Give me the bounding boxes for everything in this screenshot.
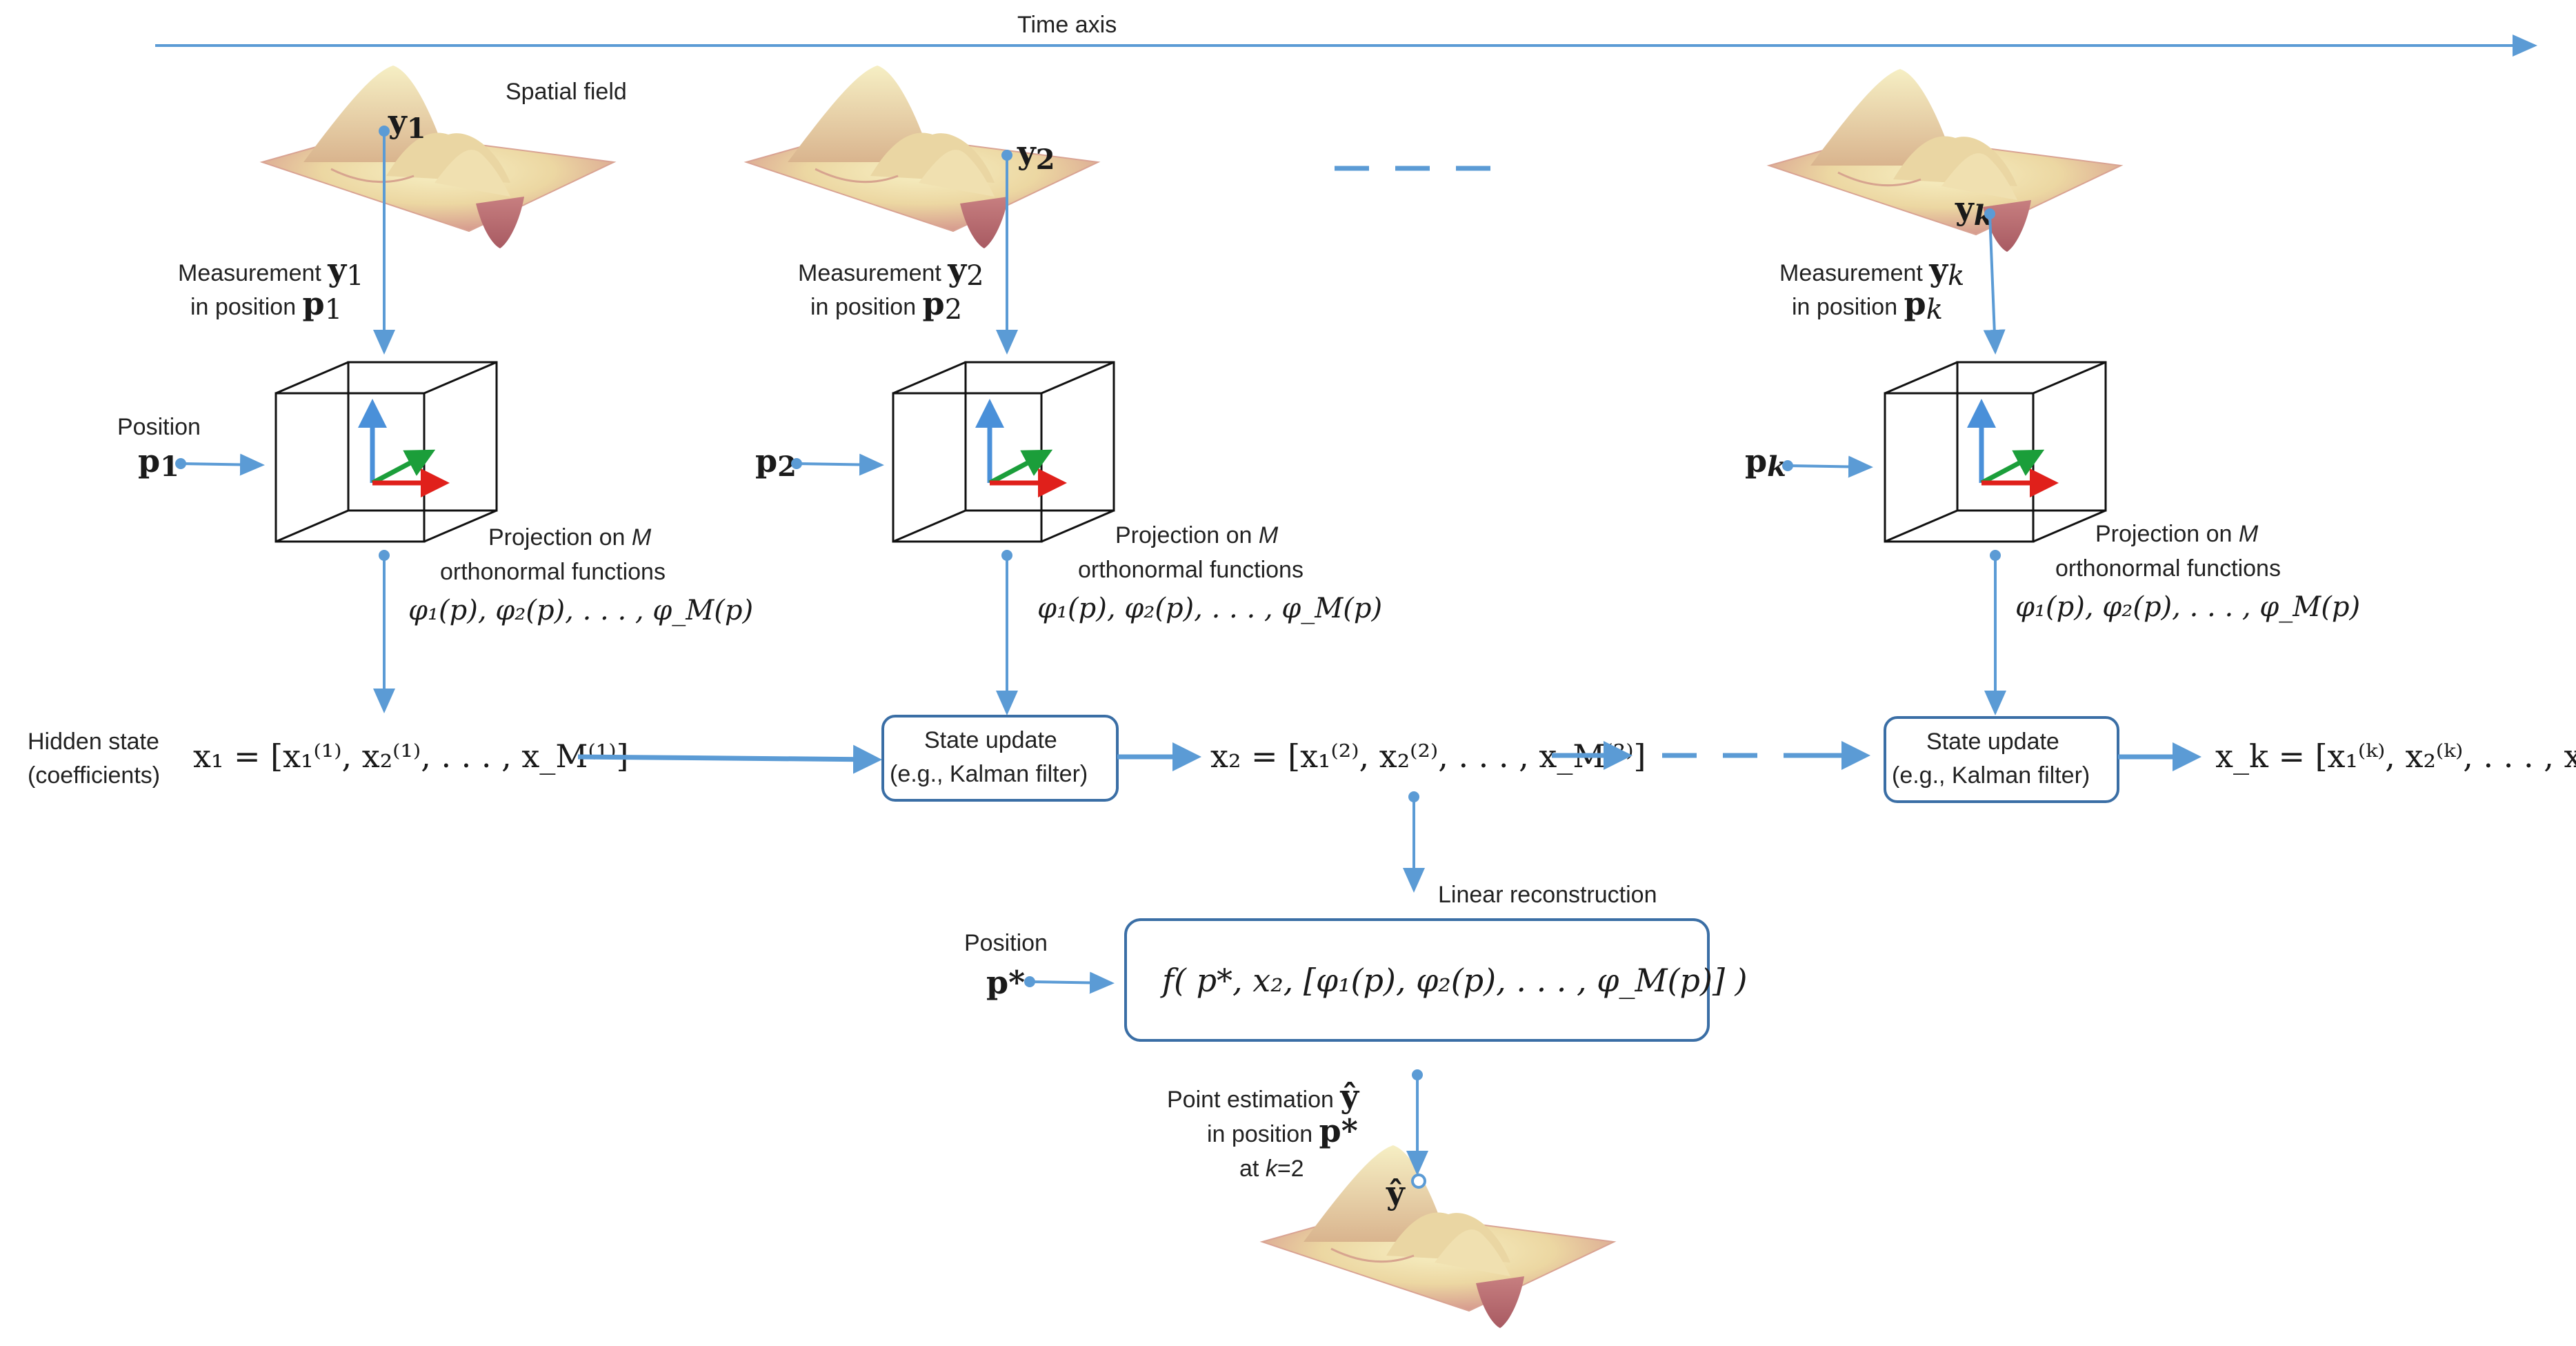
p-star-arrow [1029,971,1115,994]
col2-projection-cube [892,361,1115,543]
time-axis-label: Time axis [1017,12,1117,38]
colk-projection-dot [1990,550,2001,561]
col1-position-label: in position p1 [190,285,342,326]
state-update-2-line1: State update [924,727,1057,753]
svg-text:Projection on M: Projection on M [2095,521,2259,547]
col1-p-label: p1 [138,442,179,483]
col1-measurement-label: Measurement y1 [178,251,364,292]
state-update-k-line1: State update [1926,729,2059,755]
colk-p-label: pk [1745,442,1786,483]
state-update-2-line2: (e.g., Kalman filter) [890,761,1088,787]
estimate-surface [1261,1144,1615,1329]
x1-to-update-arrow [577,744,882,774]
estimation-line1: Point estimation ŷ [1167,1078,1359,1115]
col1-projection-cube [274,361,498,543]
colk-projection-cube [1884,361,2107,543]
svg-text:φ₁(p), φ₂(p), . . . , φ_M(p): φ₁(p), φ₂(p), . . . , φ_M(p) [2015,591,2360,623]
y2-label: y2 [1017,134,1055,176]
yhat-label: ŷ [1386,1174,1406,1211]
reconstruction-box [1124,918,1710,1042]
col2-projection-dot [1001,550,1012,561]
linear-reconstruction-label: Linear reconstruction [1438,882,1657,908]
col2-projection-label: Projection on M orthonormal functions φ₁… [1037,522,1382,624]
col1-position-title: Position [117,414,201,440]
y1-label: y1 [388,103,426,145]
svg-text:Projection on M: Projection on M [488,524,652,551]
col2-p-arrow [796,453,884,476]
col2-p-label: p2 [755,442,797,483]
state-update-k-line2: (e.g., Kalman filter) [1892,762,2090,789]
state-update-box-k [1884,716,2119,803]
p-star-label: p* [986,964,1025,1001]
svg-text:orthonormal functions: orthonormal functions [440,559,666,585]
colk-projection-label: Projection on M orthonormal functions φ₁… [2015,521,2360,623]
x1-formula: x₁ = [x₁⁽¹⁾, x₂⁽¹⁾, . . . , x_M⁽¹⁾] [193,738,628,775]
col2-position-label: in position p2 [810,285,962,326]
colk-measure-arrow [1983,213,2006,355]
col1-projection-label: Projection on M orthonormal functions φ₁… [408,524,753,626]
colk-p-arrow [1787,455,1873,478]
col1-p-arrow [180,453,265,476]
colk-measurement-label: Measurement yk [1779,251,1964,292]
yhat-dot [1411,1174,1426,1189]
estimation-line3: at k=2 [1239,1156,1304,1182]
svg-text:orthonormal functions: orthonormal functions [2055,555,2281,582]
hidden-state-label-2: (coefficients) [28,762,160,789]
reconstruction-position-title: Position [964,930,1048,956]
estimation-line2: in position p* [1207,1112,1358,1149]
hidden-state-label-1: Hidden state [28,729,159,755]
col1-projection-dot [379,550,390,561]
spatial-field-surface-k [1768,68,2122,253]
col2-measurement-label: Measurement y2 [798,251,984,292]
svg-text:φ₁(p), φ₂(p), . . . , φ_M(p): φ₁(p), φ₂(p), . . . , φ_M(p) [408,595,753,626]
svg-text:Projection on M: Projection on M [1115,522,1279,548]
reconstruction-formula: f( p*, x₂, [φ₁(p), φ₂(p), . . . , φ_M(p)… [1160,962,1747,999]
svg-text:φ₁(p), φ₂(p), . . . , φ_M(p): φ₁(p), φ₂(p), . . . , φ_M(p) [1037,593,1382,624]
colk-position-label: in position pk [1792,285,1943,326]
xk-formula: x_k = [x₁⁽ᵏ⁾, x₂⁽ᵏ⁾, . . . , x_M⁽ᵏ⁾] [2215,738,2576,775]
svg-text:orthonormal functions: orthonormal functions [1078,557,1304,583]
spatial-field-label: Spatial field [506,79,627,105]
